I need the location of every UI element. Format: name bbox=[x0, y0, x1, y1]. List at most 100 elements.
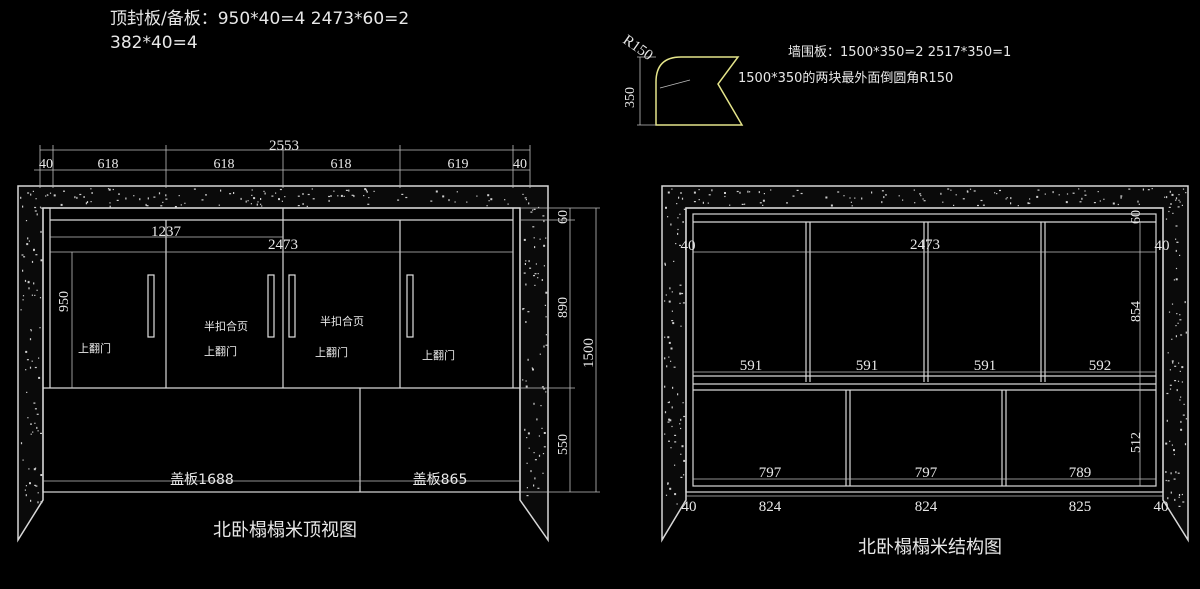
speck bbox=[665, 206, 667, 209]
speck bbox=[1065, 201, 1068, 204]
speck bbox=[76, 196, 78, 199]
speck bbox=[885, 194, 887, 196]
speck bbox=[281, 200, 283, 202]
speck bbox=[1179, 314, 1181, 316]
speck bbox=[1078, 188, 1080, 190]
speck bbox=[902, 199, 904, 201]
speck bbox=[25, 350, 28, 353]
speck bbox=[676, 503, 678, 505]
speck bbox=[25, 485, 27, 487]
speck bbox=[118, 193, 120, 195]
speck bbox=[160, 205, 163, 207]
speck bbox=[527, 432, 530, 435]
speck bbox=[1184, 443, 1187, 446]
speck bbox=[28, 240, 30, 242]
dim-label: 797 bbox=[759, 465, 782, 481]
speck bbox=[545, 391, 547, 393]
speck bbox=[1175, 335, 1177, 338]
speck bbox=[1183, 403, 1185, 405]
speck bbox=[353, 195, 355, 198]
dim-label: 618 bbox=[214, 157, 235, 172]
speck bbox=[664, 357, 666, 360]
speck bbox=[854, 197, 856, 199]
speck bbox=[1182, 414, 1185, 416]
speck bbox=[49, 192, 52, 194]
speck bbox=[1175, 267, 1178, 270]
speck bbox=[139, 198, 141, 201]
speck bbox=[524, 197, 527, 199]
speck bbox=[1169, 190, 1171, 193]
speck bbox=[533, 402, 535, 405]
speck bbox=[683, 415, 686, 418]
speck bbox=[1181, 493, 1183, 496]
speck bbox=[306, 205, 308, 207]
speck bbox=[955, 194, 957, 196]
speck bbox=[20, 309, 22, 311]
speck bbox=[522, 193, 524, 195]
structure-drawing: 2473 40 40 591 591 591 592 797 797 789 4… bbox=[661, 185, 1189, 558]
speck bbox=[90, 188, 92, 190]
speck bbox=[507, 203, 509, 205]
speck bbox=[1006, 197, 1008, 199]
speck bbox=[22, 295, 25, 297]
speck bbox=[1177, 322, 1179, 324]
speck bbox=[158, 192, 161, 195]
dim-label: 40 bbox=[39, 157, 53, 172]
speck bbox=[683, 474, 685, 476]
dim-label: 40 bbox=[513, 157, 527, 172]
speck bbox=[953, 204, 955, 206]
speck bbox=[109, 205, 111, 208]
dim-ticks bbox=[39, 145, 531, 188]
speck bbox=[671, 406, 673, 409]
cover-label: 盖板1688 bbox=[170, 472, 234, 488]
speck bbox=[368, 197, 370, 199]
speck bbox=[26, 391, 28, 393]
speck bbox=[1179, 399, 1181, 401]
speck bbox=[36, 413, 39, 415]
speck bbox=[837, 191, 840, 193]
speck bbox=[762, 199, 765, 202]
speck bbox=[456, 191, 458, 193]
speck bbox=[1103, 198, 1105, 200]
speck bbox=[1171, 360, 1174, 362]
speck bbox=[29, 482, 31, 485]
speck bbox=[178, 195, 180, 197]
speck bbox=[24, 279, 27, 282]
speck bbox=[1167, 352, 1169, 354]
speck bbox=[673, 366, 676, 368]
speck bbox=[532, 209, 534, 211]
speck bbox=[340, 194, 343, 197]
speck bbox=[1178, 505, 1181, 507]
speck bbox=[504, 199, 506, 201]
speck bbox=[251, 194, 253, 196]
speck bbox=[1079, 201, 1082, 203]
speck bbox=[165, 194, 167, 197]
bed-frame bbox=[42, 207, 521, 493]
dim-label: 591 bbox=[740, 358, 763, 374]
speck bbox=[1029, 198, 1031, 200]
speck bbox=[682, 302, 685, 304]
speck bbox=[1180, 334, 1183, 336]
speck bbox=[674, 464, 676, 466]
speck bbox=[29, 366, 32, 369]
speck bbox=[994, 192, 996, 194]
speck bbox=[861, 197, 863, 200]
speck bbox=[693, 201, 696, 203]
speck bbox=[30, 329, 32, 331]
speck bbox=[825, 196, 828, 199]
speck bbox=[125, 197, 127, 200]
speck bbox=[1185, 192, 1187, 194]
corner-profile bbox=[655, 56, 744, 126]
hinge-label: 半扣合页 bbox=[320, 314, 364, 328]
speck bbox=[30, 423, 32, 425]
speck bbox=[693, 191, 696, 194]
speck bbox=[1180, 428, 1183, 431]
speck bbox=[351, 194, 354, 196]
dim-label: 1500 bbox=[581, 338, 597, 368]
speck bbox=[540, 405, 542, 407]
speck bbox=[21, 254, 24, 256]
speck bbox=[528, 260, 530, 263]
speck bbox=[668, 341, 671, 344]
speck bbox=[1179, 201, 1181, 203]
